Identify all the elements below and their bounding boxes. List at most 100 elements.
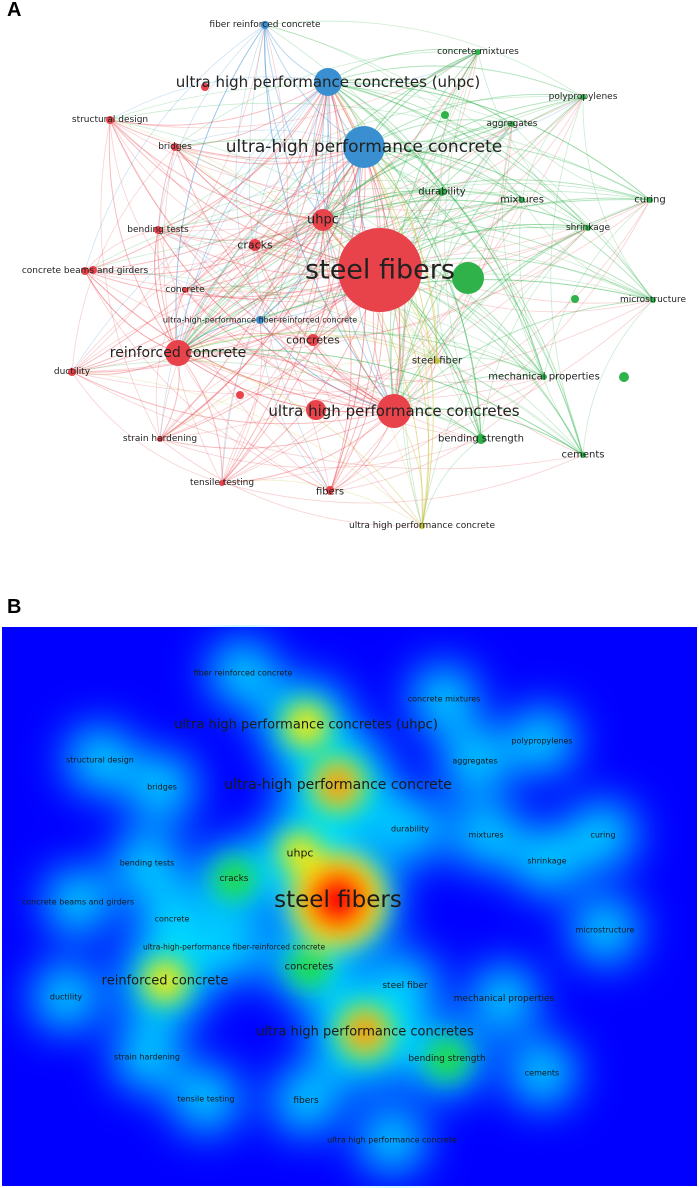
node-label-ultra-high-performance-concretes: ultra high performance concretes — [268, 402, 519, 420]
network-edge — [71, 24, 266, 373]
network-edge — [71, 371, 223, 484]
network-edge — [259, 81, 330, 321]
network-edge — [363, 146, 589, 229]
network-edge — [174, 129, 365, 148]
network-edge — [177, 123, 513, 354]
network-edge — [327, 81, 654, 301]
network-edge — [543, 199, 651, 378]
network-edge — [157, 229, 331, 493]
network-edge — [582, 96, 654, 301]
node-mixtures — [519, 197, 525, 203]
network-edge — [184, 289, 482, 440]
node-fiber-reinforced-concrete — [261, 21, 269, 29]
density-label-cracks: cracks — [219, 874, 248, 884]
network-edge — [259, 219, 324, 321]
density-label-ultra-high-performance-concrete: ultra-high performance concrete — [224, 777, 452, 793]
network-edge — [322, 51, 479, 221]
node-concrete-beams-and-girders — [81, 267, 89, 275]
node-ultra-high-performance-concretes — [377, 394, 411, 428]
network-edge — [71, 269, 381, 373]
node-label-shrinkage: shrinkage — [566, 223, 611, 233]
network-edge — [264, 24, 654, 301]
density-halo-ultra-high-performance-concrete — [359, 1107, 425, 1173]
panel-label-b: B — [7, 596, 22, 618]
density-label-concrete: concrete — [155, 915, 190, 924]
density-label-concrete-beams-and-girders: concrete beams and girders — [22, 898, 134, 907]
density-label-bending-tests: bending tests — [120, 859, 175, 868]
network-edge — [329, 376, 545, 493]
network-edge — [174, 146, 395, 412]
network-edge — [174, 146, 324, 221]
network-edge — [393, 96, 584, 412]
density-peak-reinforced-concrete — [149, 965, 181, 997]
network-edge — [84, 81, 329, 272]
network-edge — [312, 81, 345, 341]
network-edge — [184, 219, 324, 291]
node-concrete — [182, 287, 188, 293]
network-edge — [254, 81, 329, 246]
network-edge — [177, 352, 438, 381]
density-label-microstructure: microstructure — [576, 926, 635, 935]
network-edge — [322, 216, 654, 301]
network-edge — [109, 119, 256, 246]
network-edge — [363, 96, 584, 151]
node-cracks — [249, 239, 261, 251]
node-durability — [438, 188, 446, 196]
network-edge — [393, 199, 651, 412]
density-peak-ultra-high-performance-concretes — [351, 1018, 379, 1046]
network-edge — [393, 199, 523, 412]
node-ductility — [68, 368, 76, 376]
density-label-reinforced-concrete: reinforced concrete — [102, 974, 229, 989]
density-halo-tensile-testing — [173, 1066, 239, 1132]
network-edge — [159, 244, 256, 440]
network-edge — [393, 299, 654, 412]
network-edge — [71, 371, 584, 470]
density-label-cements: cements — [525, 1069, 559, 1078]
node-label-ductility: ductility — [54, 367, 91, 377]
network-edge — [109, 76, 329, 121]
network-edge — [312, 336, 438, 362]
network-edge — [221, 81, 332, 484]
network-edge — [184, 289, 314, 341]
network-edge — [322, 199, 589, 229]
network-edge — [327, 81, 584, 456]
density-label-polypropylenes: polypropylenes — [511, 737, 572, 746]
network-edge — [254, 81, 329, 246]
node-label-ultra-high-performance-concrete: ultra-high performance concrete — [226, 137, 503, 157]
node-label-fibers: fibers — [316, 487, 344, 498]
network-edge — [264, 24, 395, 412]
density-halo-ductility — [33, 964, 99, 1030]
density-halo-fibers — [273, 1068, 339, 1134]
network-node — [201, 83, 209, 91]
network-edge — [519, 199, 584, 456]
density-label-ultra-high-performance-concretes-uhpc: ultra high performance concretes (uhpc) — [174, 718, 438, 733]
density-label-mechanical-properties: mechanical properties — [454, 994, 555, 1004]
network-edge — [159, 438, 423, 527]
density-halo-mixtures — [453, 802, 519, 868]
network-edge — [550, 96, 584, 456]
node-label-mechanical-properties: mechanical properties — [488, 372, 600, 383]
network-edge — [263, 24, 324, 221]
network-edge — [109, 51, 479, 129]
density-halo-concrete — [139, 886, 205, 952]
network-edge — [322, 96, 584, 221]
node-ultra-high-performance-concrete — [343, 126, 385, 168]
network-edge — [84, 270, 395, 412]
network-edge — [174, 146, 423, 527]
node-label-concrete-beams-and-girders: concrete beams and girders — [22, 266, 149, 276]
node-structural-design — [106, 116, 114, 124]
node-strain-hardening — [157, 436, 163, 442]
node-fibers — [327, 489, 333, 495]
network-edge — [177, 330, 545, 378]
network-edge — [221, 146, 365, 484]
network-edge — [322, 219, 545, 378]
network-edge — [248, 24, 331, 493]
network-edge — [322, 190, 443, 221]
density-label-ultra-high-performance-concretes: ultra high performance concretes — [256, 1025, 474, 1040]
network-edge — [393, 374, 545, 412]
network-edge — [254, 51, 479, 246]
node-label-bending-strength: bending strength — [438, 434, 524, 445]
network-edge — [177, 191, 443, 354]
network-edge — [363, 146, 434, 527]
network-node — [306, 400, 326, 420]
